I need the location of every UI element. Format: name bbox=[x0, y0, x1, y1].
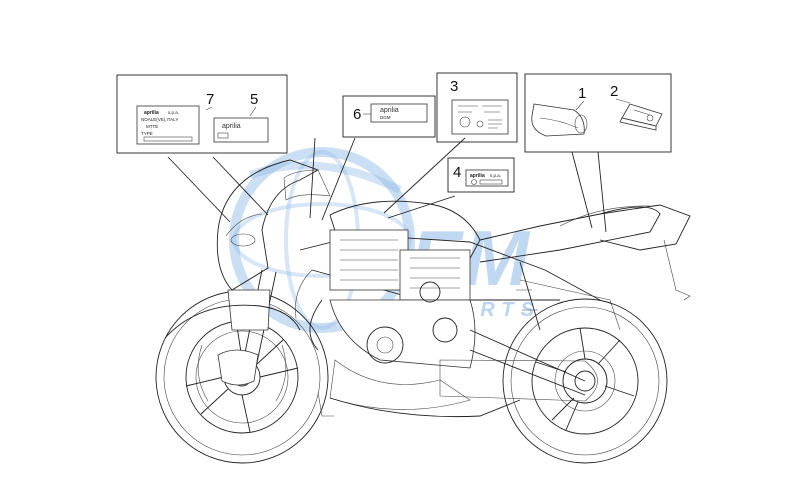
aprilia-decal-5[interactable]: aprilia bbox=[213, 117, 269, 143]
callout-5: 5 bbox=[250, 91, 258, 108]
decal4-spa: s.p.a. bbox=[490, 173, 501, 178]
owners-manual[interactable] bbox=[619, 103, 663, 131]
callout-4: 4 bbox=[453, 164, 461, 181]
aprilia-decal-4[interactable]: aprilia s.p.a. bbox=[465, 169, 509, 187]
plate7-spa: s.p.a. bbox=[168, 110, 179, 115]
callout-box-6: 6 aprilia DGM bbox=[342, 95, 436, 138]
decal5-brand: aprilia bbox=[222, 123, 241, 130]
callout-box-7-5: aprilia s.p.a. NOALE(VE),ITALY MTTE TYPE… bbox=[116, 74, 288, 154]
aprilia-dgm-decal[interactable]: aprilia DGM bbox=[370, 103, 428, 123]
callout-6: 6 bbox=[353, 106, 361, 123]
info-label-3[interactable] bbox=[451, 99, 509, 135]
callout-7: 7 bbox=[206, 91, 214, 108]
callout-box-1-2: 1 2 bbox=[524, 73, 672, 153]
leader-lines bbox=[167, 137, 607, 233]
callout-3: 3 bbox=[450, 78, 458, 95]
plate7-address: NOALE(VE),ITALY bbox=[141, 117, 178, 122]
plate7-brand: aprilia bbox=[144, 110, 159, 116]
callout-box-3: 3 bbox=[436, 72, 518, 143]
callout-box-4: 4 aprilia s.p.a. bbox=[447, 157, 515, 193]
rear-wheel bbox=[502, 298, 668, 464]
front-wheel bbox=[155, 290, 329, 464]
callout-2: 2 bbox=[610, 83, 618, 100]
plate7-type: TYPE bbox=[141, 131, 153, 136]
decal4-brand: aprilia bbox=[470, 173, 485, 179]
callout-1: 1 bbox=[578, 85, 586, 102]
document-pouch[interactable] bbox=[531, 103, 588, 137]
decal6-sub: DGM bbox=[380, 115, 391, 120]
type-plate-decal[interactable]: aprilia s.p.a. NOALE(VE),ITALY MTTE TYPE bbox=[136, 105, 200, 145]
engine bbox=[295, 229, 476, 410]
motorcycle-drawing bbox=[155, 159, 691, 464]
plate7-mtt: MTTE bbox=[146, 124, 158, 129]
decal6-brand: aprilia bbox=[380, 107, 399, 114]
